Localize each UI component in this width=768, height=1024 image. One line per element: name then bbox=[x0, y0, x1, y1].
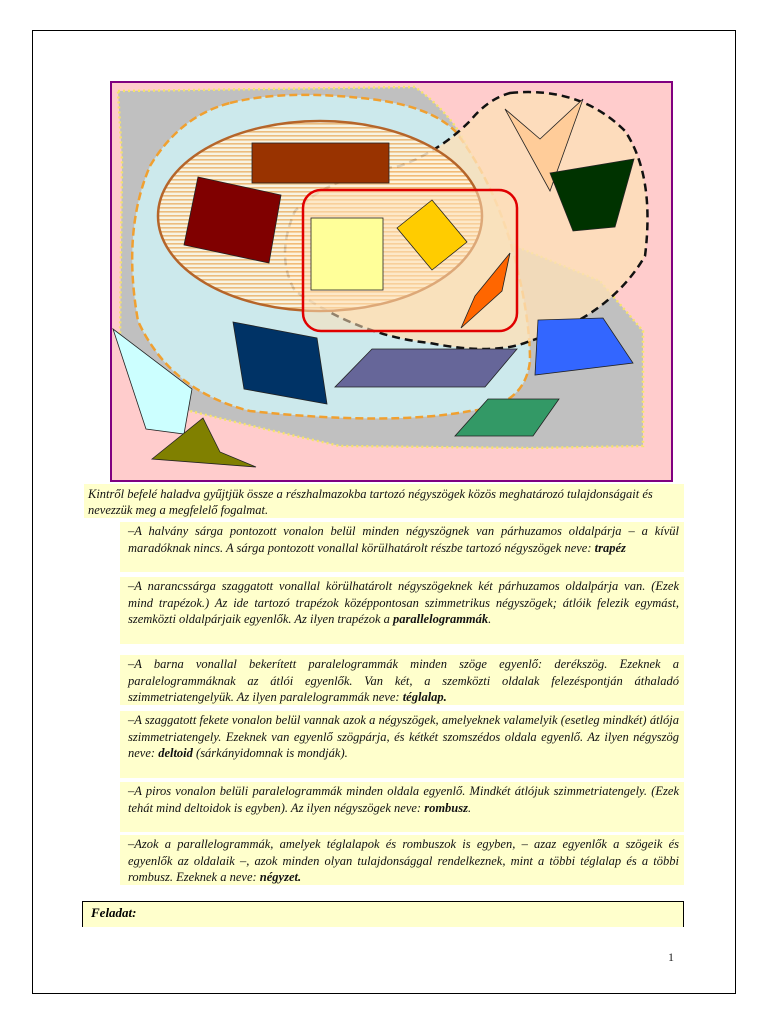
definition-trapezoid: –A halvány sárga pontozott vonalon belül… bbox=[120, 522, 684, 572]
dark-green-kite bbox=[549, 158, 635, 232]
term-rectangle: téglalap. bbox=[402, 690, 447, 704]
definition-text: –A narancssárga szaggatott vonallal körü… bbox=[128, 579, 679, 626]
green-parallelogram bbox=[454, 398, 560, 437]
blue-trapezoid bbox=[534, 317, 634, 376]
olive-triangle-quadrilateral bbox=[150, 417, 257, 468]
dark-red-rectangle bbox=[183, 176, 282, 264]
page-number: 1 bbox=[668, 950, 674, 964]
definition-rhombus: –A piros vonalon belüli paralelogrammák … bbox=[120, 782, 684, 832]
definition-text: –A barna vonallal bekerített paralelogra… bbox=[128, 657, 679, 704]
page-frame bbox=[32, 30, 736, 994]
definition-rectangle: –A barna vonallal bekerített paralelogra… bbox=[120, 655, 684, 705]
definition-parallelogram: –A narancssárga szaggatott vonallal körü… bbox=[120, 577, 684, 644]
term-rhombus: rombusz bbox=[424, 800, 468, 815]
definition-text: –Azok a parallelogrammák, amelyek téglal… bbox=[128, 837, 679, 884]
term-parallelogram: parallelogrammák bbox=[393, 612, 489, 626]
term-kite: deltoid bbox=[158, 746, 193, 760]
definition-suffix: (sárkányidomnak is mondják). bbox=[192, 746, 348, 760]
definition-text: –A halvány sárga pontozott vonalon belül… bbox=[128, 524, 679, 555]
brown-rectangle bbox=[251, 142, 390, 184]
task-box: Feladat: bbox=[82, 901, 684, 927]
definition-suffix: . bbox=[488, 612, 492, 626]
task-label: Feladat: bbox=[91, 905, 137, 920]
peach-dart bbox=[504, 98, 584, 192]
gold-square bbox=[396, 199, 468, 271]
term-trapezoid: trapéz bbox=[594, 540, 626, 555]
definition-text: –A piros vonalon belüli paralelogrammák … bbox=[128, 784, 679, 815]
dark-blue-parallelogram bbox=[232, 321, 328, 405]
definition-square: –Azok a parallelogrammák, amelyek téglal… bbox=[120, 835, 684, 885]
term-square: négyzet. bbox=[259, 870, 302, 884]
orange-rhombus bbox=[460, 252, 511, 329]
purple-parallelogram bbox=[334, 348, 518, 388]
yellow-square bbox=[310, 217, 384, 291]
intro-text: Kintről befelé haladva gyűjtjük össze a … bbox=[84, 484, 684, 518]
definition-text: –A szaggatott fekete vonalon belül vanna… bbox=[128, 713, 679, 760]
definition-suffix: . bbox=[467, 800, 472, 815]
definition-kite: –A szaggatott fekete vonalon belül vanna… bbox=[120, 711, 684, 778]
quadrilateral-venn-diagram bbox=[110, 81, 673, 482]
